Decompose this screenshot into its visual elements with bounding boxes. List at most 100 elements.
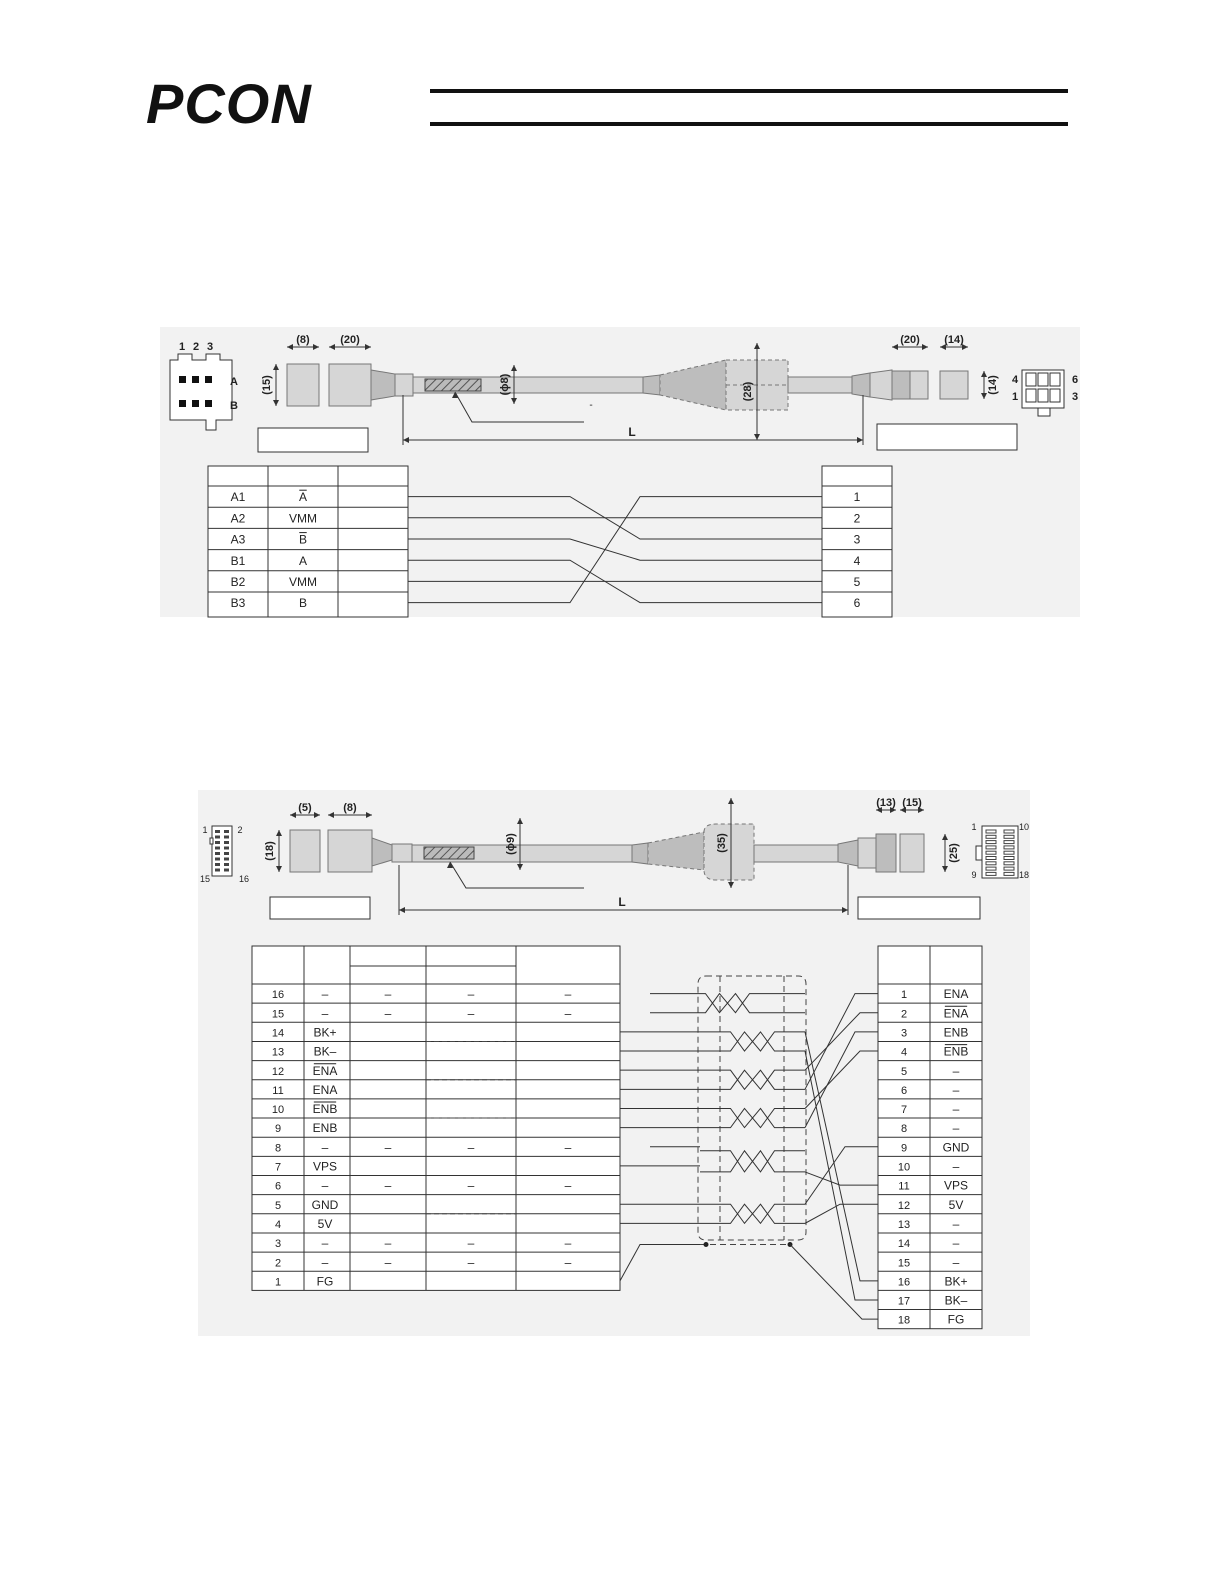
table2-left-signal: ENA — [313, 1064, 338, 1078]
junction-taper — [659, 359, 727, 411]
dim1-8-arrow-left — [287, 344, 293, 350]
dim1-20b-label: (20) — [900, 334, 920, 346]
table2-right-pin: 12 — [898, 1200, 910, 1212]
dim2-L-label: L — [618, 895, 625, 909]
dim1-14b-arrow-up — [981, 371, 987, 377]
right2-connector-cavity — [985, 856, 997, 860]
table2-left-pin: 7 — [275, 1162, 281, 1174]
table2-right-signal: – — [953, 1064, 960, 1078]
dim2-L-arrow-r — [842, 907, 848, 913]
table2-left-signal: ENB — [313, 1102, 338, 1116]
table2-right-pin: 16 — [898, 1276, 910, 1288]
right-connector-cavity — [1037, 388, 1049, 403]
dim1-28-arrow-down — [754, 434, 760, 440]
table2-left-signal: BK– — [314, 1045, 337, 1059]
right-connector-pin1: 1 — [1012, 391, 1018, 403]
dim2-phi9-arrow-up — [517, 818, 523, 824]
dim1-L-arrow-r — [857, 437, 863, 443]
dim1-15-arrow-up — [273, 364, 279, 370]
table1-left-signal: VMM — [289, 575, 317, 589]
junction2-block — [703, 823, 755, 881]
dim2-phi9-arrow-down — [517, 864, 523, 870]
dim1-15-arrow-down — [273, 400, 279, 406]
wire-right — [804, 1171, 878, 1186]
table2-left-signal: 5V — [318, 1217, 333, 1231]
table2-left-empty: – — [385, 1236, 392, 1250]
strain-relief-left — [370, 369, 396, 401]
dim2-15-arrow-left — [900, 807, 906, 813]
table1-right-pin: 2 — [854, 511, 861, 525]
table2-left-pin: 4 — [275, 1219, 281, 1231]
dim1-20a-arrow-right — [365, 344, 371, 350]
wire-right — [804, 993, 878, 1090]
table2-left-signal: – — [322, 1236, 329, 1250]
dim1-20a-label: (20) — [340, 334, 360, 346]
right2-connector-cavity — [1003, 845, 1015, 850]
dim2-35-arrow-up — [728, 798, 734, 804]
table2-right-signal: – — [953, 1236, 960, 1250]
dim1-phi8-arrow-down — [511, 398, 517, 404]
right2-connector-cavity — [1003, 871, 1015, 876]
dim2-25-arrow-up — [942, 834, 948, 840]
dim2-18-arrow-up — [276, 830, 282, 836]
dim1-15-label: (15) — [261, 375, 273, 395]
right2-connector-cavity — [985, 829, 997, 834]
left-connector-col-label: 2 — [193, 341, 199, 353]
right-connector-cavity — [1025, 388, 1037, 403]
boot2-right — [857, 837, 877, 869]
table2-left-signal: ENB — [313, 1121, 338, 1135]
table1-left-signal: VMM — [289, 511, 317, 525]
sleeve2-left — [631, 842, 649, 865]
dim2-5-arrow-right — [314, 812, 320, 818]
connector-d-shell — [939, 370, 969, 400]
left2-pin15: 15 — [200, 874, 210, 884]
twisted-pair-spare — [650, 992, 805, 1014]
twisted-pair-vps — [700, 1149, 805, 1173]
connector-c-shell — [909, 370, 929, 400]
dim1-L-label: L — [628, 425, 635, 439]
table2-left-empty: – — [468, 1140, 475, 1154]
table1-left-pin: B1 — [231, 554, 246, 568]
twisted-pair — [700, 1069, 805, 1091]
right2-connector-cavity — [985, 866, 997, 871]
left2-connector-pin — [215, 841, 220, 844]
table2-left-signal: – — [322, 1006, 329, 1020]
table1-left-pin: A1 — [231, 490, 246, 504]
dim1-20a-arrow-left — [329, 344, 335, 350]
junction2-taper — [647, 831, 705, 871]
dim2-15-arrow-right — [918, 807, 924, 813]
table2-left-signal: VPS — [313, 1160, 337, 1174]
wire-right — [804, 1203, 878, 1224]
table2-right-signal: – — [953, 1121, 960, 1135]
table2-left-signal: FG — [317, 1274, 334, 1288]
table2-left-pin: 5 — [275, 1200, 281, 1212]
table2-left-empty: – — [385, 987, 392, 1001]
marker2-leader-arrow — [447, 862, 453, 868]
table2-left-empty: – — [565, 987, 572, 1001]
left2-connector-pin — [215, 852, 220, 855]
table2-left-empty: – — [385, 1255, 392, 1269]
right2-connector-cavity — [1003, 840, 1015, 845]
dim2-5-arrow-left — [290, 812, 296, 818]
table1-right-pin: 3 — [854, 533, 861, 547]
table2-left-empty: – — [468, 987, 475, 1001]
left2-pin1: 1 — [202, 825, 207, 835]
dim2-8-arrow-right — [366, 812, 372, 818]
dim2-5-label: (5) — [298, 802, 312, 814]
table2-right-pin: 3 — [901, 1027, 907, 1039]
left-connector-row-label: B — [230, 400, 238, 412]
drain-node — [703, 1242, 709, 1248]
table1-right-pin: 4 — [854, 554, 861, 568]
twisted-pair — [700, 1031, 805, 1052]
table2-left-signal: – — [322, 987, 329, 1001]
connector-a-shell — [286, 363, 320, 407]
table1-left-signal: B — [299, 533, 307, 547]
shield-outline — [697, 975, 807, 1241]
table2-right-pin: 17 — [898, 1296, 910, 1308]
left2-connector-pin — [215, 830, 220, 833]
right2-connector-cavity — [1003, 834, 1015, 839]
table2-left-signal: GND — [312, 1198, 339, 1212]
table2-left-pin: 6 — [275, 1181, 281, 1193]
marker-leader — [454, 391, 584, 423]
dim1-14a-arrow-left — [940, 344, 946, 350]
